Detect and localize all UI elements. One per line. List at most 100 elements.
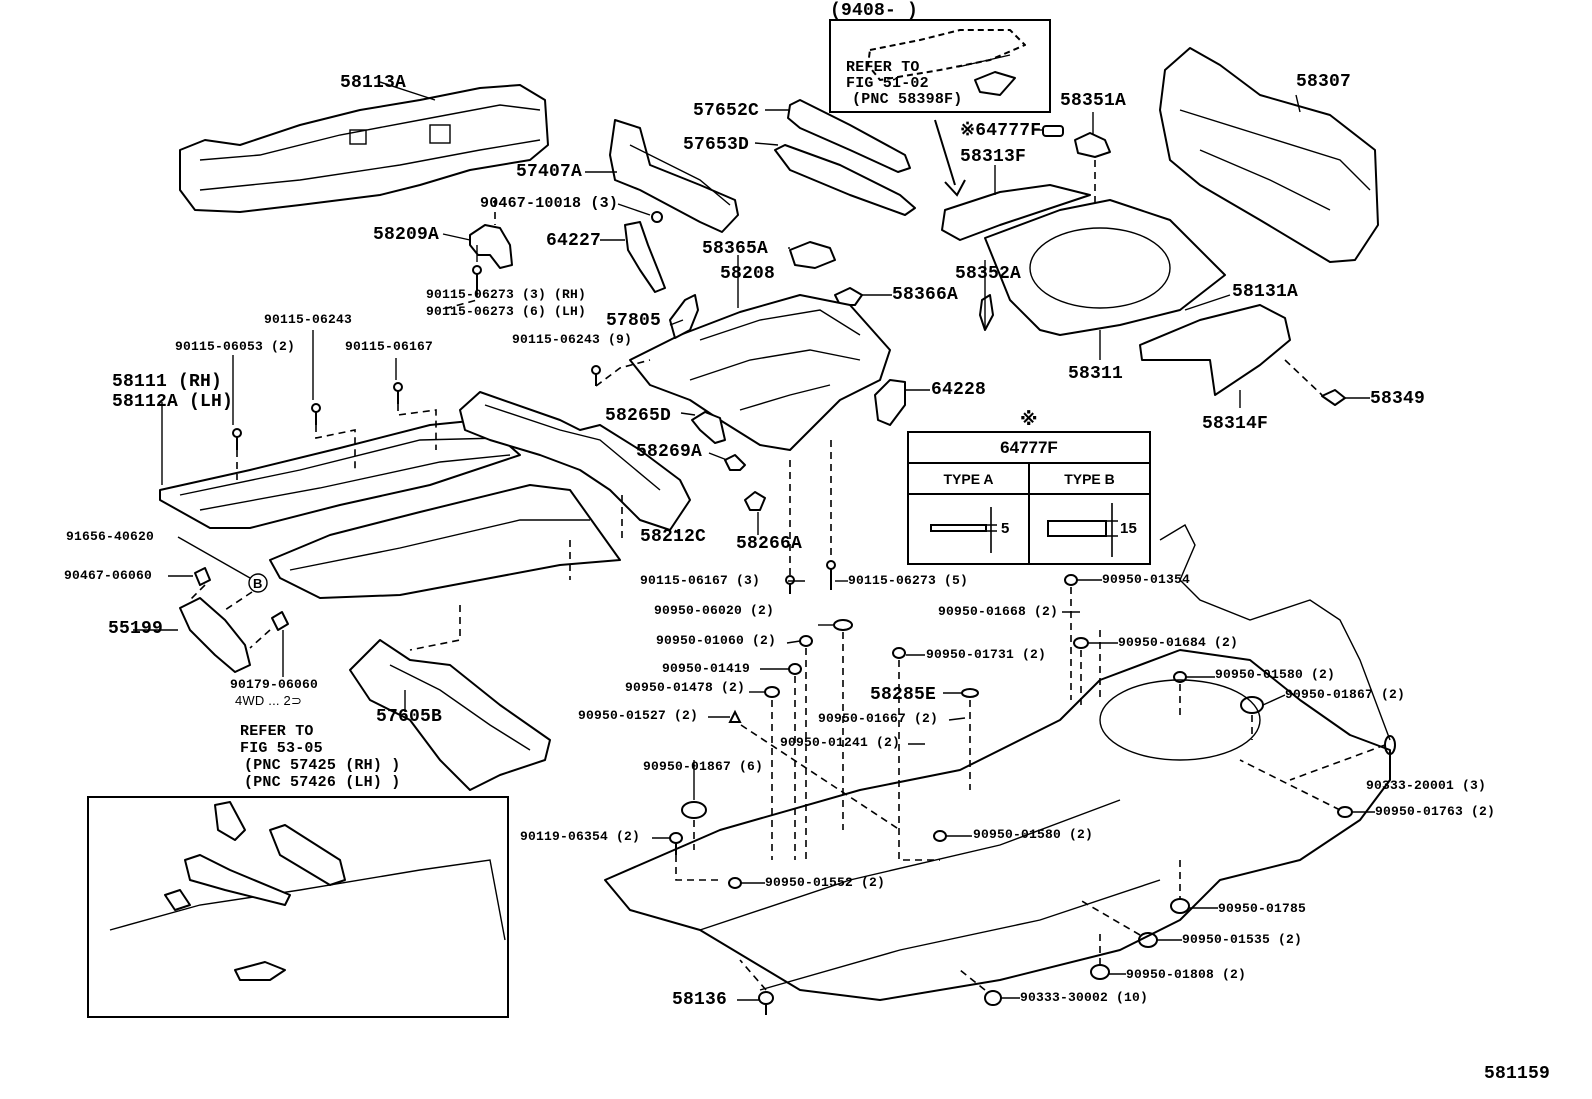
part-58351A-drawing[interactable] [1074, 132, 1111, 158]
label-58366A[interactable]: 58366A [892, 285, 959, 305]
label-90115-06273-lh[interactable]: 90115-06273 (6) (LH) [426, 304, 587, 319]
inset-fig-link[interactable]: FIG 51-02 [846, 75, 929, 92]
label-90950-01060[interactable]: 90950-01060 (2) [656, 633, 777, 648]
label-90115-06167-3[interactable]: 90115-06167 (3) [640, 573, 761, 588]
inset-pnc-label: (PNC 58398F) [852, 91, 963, 108]
label-90333-20001[interactable]: 90333-20001 (3) [1366, 778, 1487, 793]
inset-refer-label: REFER TO [846, 59, 920, 76]
label-90115-06243-9[interactable]: 90115-06243 (9) [512, 332, 633, 347]
label-57805[interactable]: 57805 [606, 311, 662, 331]
label-90950-01478[interactable]: 90950-01478 (2) [625, 680, 746, 695]
part-57605B-drawing[interactable] [349, 639, 551, 791]
part-58313F-drawing[interactable] [941, 184, 1091, 241]
label-58365A[interactable]: 58365A [702, 239, 769, 259]
label-90467-06060[interactable]: 90467-06060 [64, 568, 153, 583]
label-4wd-note: 4WD ... 2⊃ [235, 693, 303, 708]
label-58209A[interactable]: 58209A [373, 225, 440, 245]
label-90950-01808[interactable]: 90950-01808 (2) [1126, 967, 1247, 982]
label-90467-10018[interactable]: 90467-10018 (3) [480, 195, 619, 212]
label-90950-01763[interactable]: 90950-01763 (2) [1375, 804, 1496, 819]
label-58269A[interactable]: 58269A [636, 442, 703, 462]
label-90115-06053[interactable]: 90115-06053 (2) [175, 339, 296, 354]
label-57605B[interactable]: 57605B [376, 707, 443, 727]
part-58365A-drawing[interactable] [789, 241, 836, 269]
label-64228[interactable]: 64228 [931, 380, 987, 400]
inset-left-box [87, 796, 509, 1018]
part-57653D-drawing[interactable] [774, 144, 916, 216]
label-58349[interactable]: 58349 [1370, 389, 1426, 409]
label-58313F[interactable]: 58313F [960, 147, 1027, 167]
type-table-part-number[interactable]: 64777F [909, 433, 1149, 464]
label-90950-01867-6[interactable]: 90950-01867 (6) [643, 759, 764, 774]
label-90115-06243[interactable]: 90115-06243 [264, 312, 353, 327]
label-57653D[interactable]: 57653D [683, 135, 750, 155]
part-58209A-drawing[interactable] [469, 224, 513, 269]
label-90950-01552[interactable]: 90950-01552 (2) [765, 875, 886, 890]
label-58112A-lh[interactable]: 58112A (LH) [112, 392, 234, 412]
label-58351A[interactable]: 58351A [1060, 91, 1127, 111]
label-58111-rh[interactable]: 58111 (RH) [112, 372, 223, 392]
label-58136[interactable]: 58136 [672, 990, 728, 1010]
label-90950-01684[interactable]: 90950-01684 (2) [1118, 635, 1239, 650]
label-90950-01354[interactable]: 90950-01354 [1102, 572, 1191, 587]
label-90950-01580-upper[interactable]: 90950-01580 (2) [1215, 667, 1336, 682]
label-90115-06167[interactable]: 90115-06167 [345, 339, 434, 354]
label-90333-30002[interactable]: 90333-30002 (10) [1020, 990, 1149, 1005]
part-58111-58112A-drawing[interactable] [159, 419, 521, 529]
part-64227-drawing[interactable] [624, 221, 666, 293]
part-57407A-drawing[interactable] [609, 119, 739, 233]
label-90950-01527[interactable]: 90950-01527 (2) [578, 708, 699, 723]
label-90115-06273-rh[interactable]: 90115-06273 (3) (RH) [426, 287, 587, 302]
part-58314F-drawing[interactable] [1139, 304, 1291, 396]
part-floor-pan-lower-drawing[interactable] [269, 484, 621, 599]
label-58307[interactable]: 58307 [1296, 72, 1352, 92]
label-90950-01785[interactable]: 90950-01785 [1218, 901, 1307, 916]
part-58266A-drawing[interactable] [744, 491, 766, 511]
label-58113A[interactable]: 58113A [340, 73, 407, 93]
label-57407A[interactable]: 57407A [516, 162, 583, 182]
label-90950-01419[interactable]: 90950-01419 [662, 661, 751, 676]
label-58352A[interactable]: 58352A [955, 264, 1022, 284]
label-90115-06273-5[interactable]: 90115-06273 (5) [848, 573, 969, 588]
part-58265D-drawing[interactable] [691, 411, 726, 444]
label-64227[interactable]: 64227 [546, 231, 602, 251]
label-58314F[interactable]: 58314F [1202, 414, 1269, 434]
part-57805-drawing[interactable] [669, 294, 699, 339]
label-90950-01667[interactable]: 90950-01667 (2) [818, 711, 939, 726]
label-58131A[interactable]: 58131A [1232, 282, 1299, 302]
label-90950-01535[interactable]: 90950-01535 (2) [1182, 932, 1303, 947]
label-90950-01668[interactable]: 90950-01668 (2) [938, 604, 1059, 619]
part-58269A-drawing[interactable] [724, 454, 746, 471]
inset-top-box [829, 19, 1051, 113]
inset-left-fig-link[interactable]: FIG 53-05 [240, 740, 323, 757]
part-58349-drawing [1321, 389, 1346, 406]
part-57652C-drawing[interactable] [787, 99, 911, 173]
part-58311-drawing[interactable] [984, 199, 1226, 336]
label-90119-06354[interactable]: 90119-06354 (2) [520, 829, 641, 844]
label-58208[interactable]: 58208 [720, 264, 776, 284]
label-90950-01867-2[interactable]: 90950-01867 (2) [1285, 687, 1406, 702]
part-64228-drawing[interactable] [874, 379, 906, 426]
label-58266A[interactable]: 58266A [736, 534, 803, 554]
label-90950-01580-lower[interactable]: 90950-01580 (2) [973, 827, 1094, 842]
label-90950-01241[interactable]: 90950-01241 (2) [780, 735, 901, 750]
part-55199-drawing[interactable] [179, 597, 251, 673]
part-58208-drawing[interactable] [629, 294, 891, 451]
label-58212C[interactable]: 58212C [640, 527, 707, 547]
label-90179-06060[interactable]: 90179-06060 [230, 677, 319, 692]
part-58352A-drawing [979, 294, 994, 331]
label-55199[interactable]: 55199 [108, 619, 164, 639]
part-floor-body-drawing[interactable] [604, 649, 1391, 1001]
label-64777F[interactable]: ※64777F [960, 121, 1042, 141]
label-58265D[interactable]: 58265D [605, 406, 672, 426]
label-58285E[interactable]: 58285E [870, 685, 937, 705]
label-90950-06020[interactable]: 90950-06020 (2) [654, 603, 775, 618]
label-90950-01731[interactable]: 90950-01731 (2) [926, 647, 1047, 662]
part-58307-drawing[interactable] [1159, 47, 1379, 263]
label-58311[interactable]: 58311 [1068, 364, 1124, 384]
type-b-header: TYPE B [1064, 470, 1115, 487]
part-58113A-drawing[interactable] [179, 84, 549, 213]
label-57652C[interactable]: 57652C [693, 101, 760, 121]
part-58212C-drawing[interactable] [459, 391, 691, 531]
label-91656-40620[interactable]: 91656-40620 [66, 529, 155, 544]
